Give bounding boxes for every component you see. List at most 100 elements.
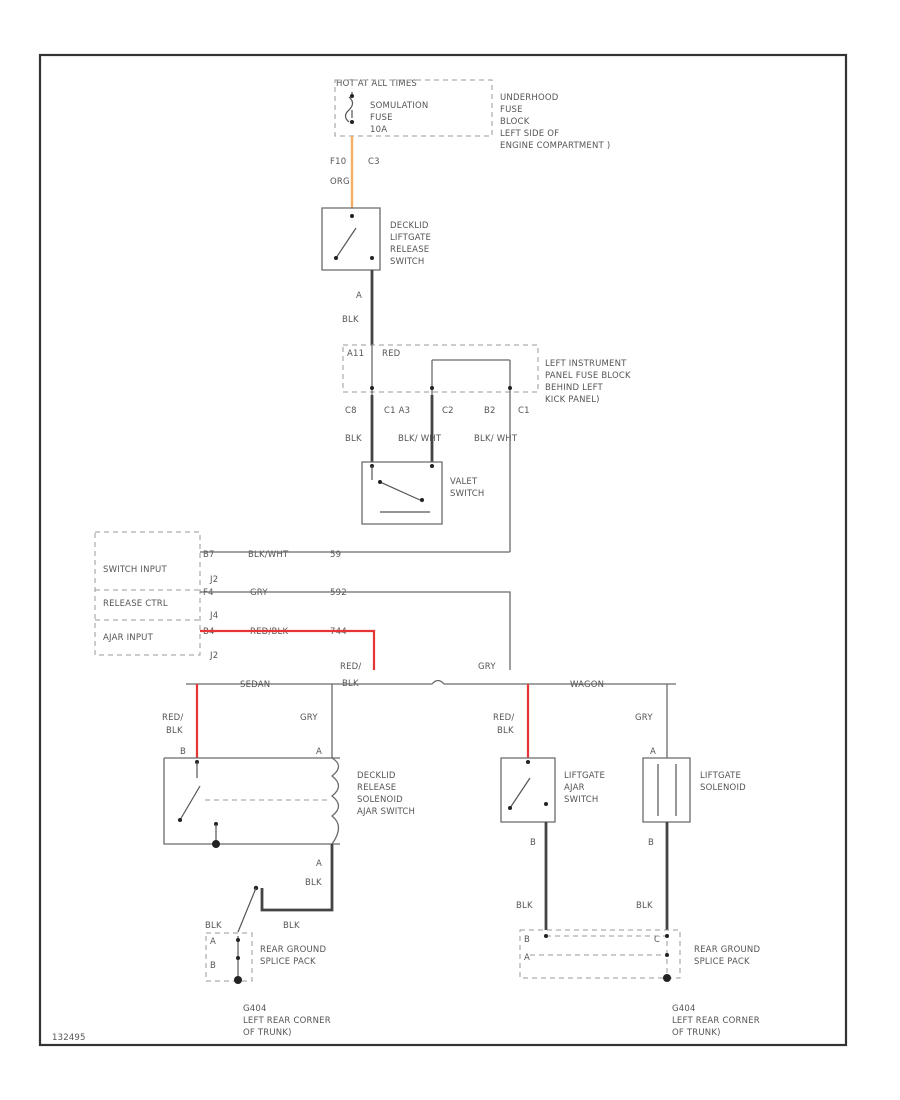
sedan-label: SEDAN [240, 680, 270, 690]
fuse-element-icon [344, 96, 354, 123]
splice-terminal-icon [236, 956, 240, 960]
wire-color-label: GRY [635, 713, 653, 723]
switch-terminal-icon [526, 760, 530, 764]
release-control-wire [200, 591, 511, 670]
bus-line [186, 679, 676, 685]
solenoid-label-line: AJAR SWITCH [357, 807, 415, 817]
splice-pack-outline [205, 932, 253, 982]
switch-contact-icon [379, 481, 421, 501]
decklid-liftgate-release-switch: DECKLID LIFTGATE RELEASE SWITCH A BLK [321, 207, 431, 325]
wire-color-label: GRY [300, 713, 318, 723]
switch-contact-icon [335, 227, 357, 259]
pin-label: B [524, 935, 530, 945]
solenoid-label-line: SOLENOID [700, 783, 746, 793]
valet-switch: VALET SWITCH [361, 461, 485, 525]
figure-id: 132495 [52, 1033, 86, 1043]
module-row-label: SWITCH INPUT [103, 565, 167, 575]
switch-internal-lead [371, 466, 430, 513]
wagon-label: WAGON [570, 680, 604, 690]
ground-label-line: LEFT REAR CORNER [672, 1016, 760, 1026]
wire-color-label: BLK/WHT [248, 550, 289, 560]
switch-terminal-icon [420, 498, 424, 502]
decklid-release-solenoid: RED/ BLK GRY B A DECKLID RELEASE SOLENOI… [162, 713, 415, 888]
wire-color-label: GRY [250, 588, 268, 598]
underhood-fuse-block: HOT AT ALL TIMES SOMULATION FUSE 10A UND… [330, 79, 610, 187]
pin-terminal-icon [430, 386, 434, 390]
ip-internal-wiring [371, 345, 511, 395]
block-label-line: LEFT SIDE OF [500, 129, 559, 139]
pin-label: J2 [209, 651, 218, 661]
pin-label: A [650, 747, 656, 757]
pin-label: B [180, 747, 186, 757]
switch-label-line: SWITCH [450, 489, 485, 499]
switch-terminal-icon [350, 214, 354, 218]
switch-label-line: SWITCH [390, 257, 425, 267]
switch-contact-icon [509, 777, 531, 809]
module-row-label: RELEASE CTRL [103, 599, 168, 609]
pin-label: B [648, 838, 654, 848]
solenoid-label-line: RELEASE [357, 783, 396, 793]
wire-color-label: BLK/ WHT [398, 434, 442, 444]
pin-label: A11 [347, 349, 364, 359]
right-rear-ground-splice: BLK BLK B A C REAR GROUND SPLICE PACK G4… [516, 901, 760, 1038]
switch-label-line: DECKLID [390, 221, 429, 231]
wire-color-label: RED/ [493, 713, 515, 723]
ground-label-line: OF TRUNK) [672, 1028, 721, 1038]
block-label-line: ENGINE COMPARTMENT ) [500, 141, 610, 151]
left-rear-ground-splice: BLK BLK A B REAR GROUND SPLICE PACK G404… [205, 885, 331, 1038]
switch-label-line: LIFTGATE [390, 233, 431, 243]
solenoid-label-line: DECKLID [357, 771, 396, 781]
instrument-panel-fuse-block: A11 RED LEFT INSTRUMENT PANEL FUSE BLOCK… [342, 344, 631, 444]
wire-color-label: BLK [516, 901, 533, 911]
wire-color-label: BLK [305, 878, 322, 888]
splice-bus [530, 935, 668, 978]
solenoid-coil-icon [330, 757, 340, 845]
pin-label: A [316, 747, 322, 757]
wire-color-label: BLK [636, 901, 653, 911]
valet-switch-body [361, 461, 443, 525]
wire-color-label: RED/ [340, 662, 362, 672]
block-label-line: PANEL FUSE BLOCK [545, 371, 631, 381]
ground-terminal-icon [212, 840, 220, 848]
splice-label-line: SPLICE PACK [260, 957, 316, 967]
wire-color-label: BLK [205, 921, 222, 931]
solenoid-label-line: LIFTGATE [700, 771, 741, 781]
pin-label: B [530, 838, 536, 848]
switch-label-line: VALET [450, 477, 478, 487]
fuse-label-line: FUSE [370, 113, 393, 123]
fuse-terminal-icon [350, 120, 354, 124]
block-label-line: FUSE [500, 105, 523, 115]
module-row-label: AJAR INPUT [103, 633, 154, 643]
ajar-switch-contact-icon [179, 762, 201, 821]
switch-terminal-icon [370, 256, 374, 260]
block-label-line: UNDERHOOD [500, 93, 559, 103]
pin-label: F10 [330, 157, 346, 167]
switch-label-line: AJAR [564, 783, 585, 793]
pin-label: RED [382, 349, 401, 359]
pin-label: C2 [442, 406, 454, 416]
pin-terminal-icon [508, 386, 512, 390]
switch-label-line: LIFTGATE [564, 771, 605, 781]
solenoid-body [642, 757, 691, 823]
circuit-number: 59 [330, 550, 341, 560]
block-label-line: KICK PANEL) [545, 395, 600, 405]
pin-label: A [356, 291, 362, 301]
block-label-line: BLOCK [500, 117, 530, 127]
ground-label-line: LEFT REAR CORNER [243, 1016, 331, 1026]
splice-terminal-icon [544, 934, 548, 938]
pin-label: B2 [484, 406, 496, 416]
wire-color-label: BLK [283, 921, 300, 931]
switch-label-line: SWITCH [564, 795, 599, 805]
switch-terminal-icon [334, 256, 338, 260]
ground-wire [237, 887, 257, 933]
ground-label-line: G404 [672, 1004, 696, 1014]
liftgate-solenoid: GRY A LIFTGATE SOLENOID B [635, 713, 746, 848]
sedan-wagon-bus: RED/ BLK GRY SEDAN WAGON [186, 662, 676, 690]
splice-label-line: REAR GROUND [694, 945, 760, 955]
wire-color-label: BLK [345, 434, 362, 444]
pin-label: A [210, 937, 216, 947]
wire-color-label: ORG [330, 177, 350, 187]
pin-label: J4 [209, 611, 218, 621]
splice-terminal-icon [236, 938, 240, 942]
